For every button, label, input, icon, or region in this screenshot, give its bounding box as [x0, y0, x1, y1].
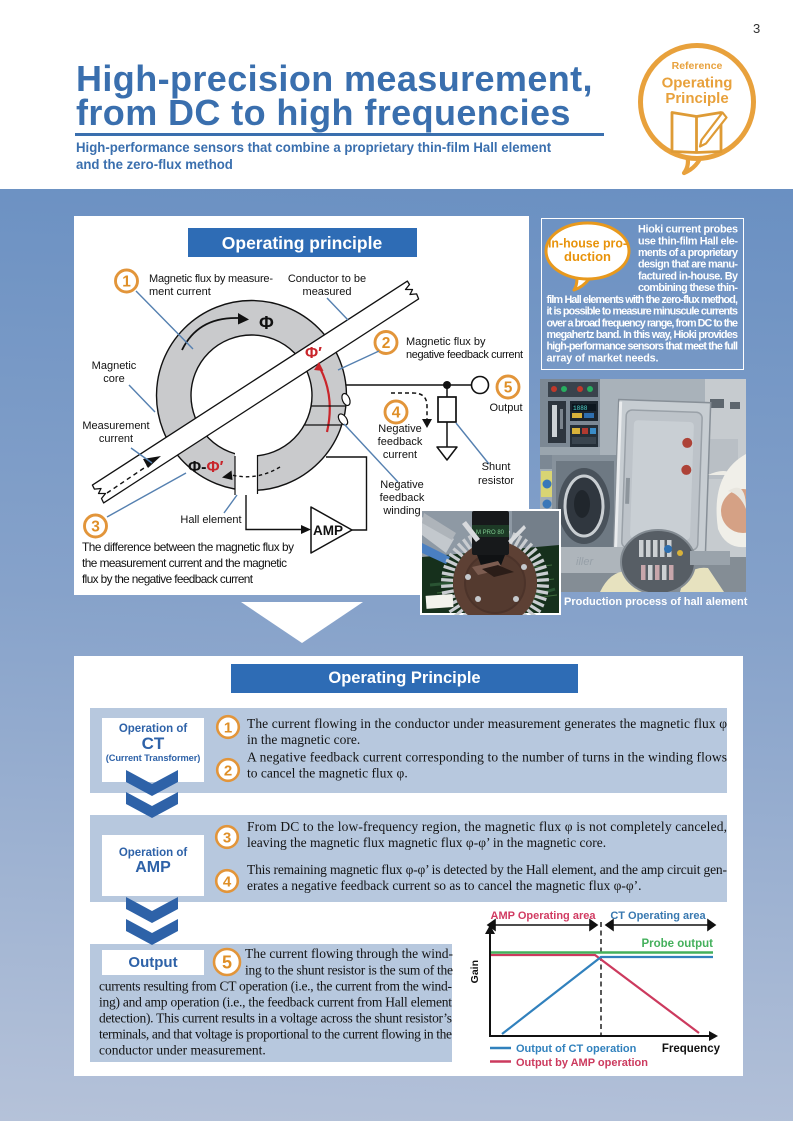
svg-text:factured in-house. By: factured in-house. By	[638, 270, 738, 282]
svg-text:In-house pro-: In-house pro-	[548, 236, 627, 251]
svg-text:in the magnetic core.: in the magnetic core.	[247, 732, 360, 747]
svg-text:Output of CT operation: Output of CT operation	[516, 1043, 637, 1055]
svg-text:Frequency: Frequency	[662, 1043, 721, 1055]
svg-text:Hioki current probes: Hioki current probes	[638, 224, 738, 236]
svg-text:over a broad frequency range,: over a broad frequency range, from DC to…	[547, 317, 739, 329]
svg-text:3: 3	[91, 519, 100, 536]
svg-text:Output by AMP operation: Output by AMP operation	[516, 1057, 648, 1069]
svg-text:ments of a proprietary: ments of a proprietary	[638, 247, 738, 259]
svg-text:erates a negative feedback cur: erates a negative feedback current so as…	[247, 878, 642, 893]
svg-text:Φ: Φ	[259, 313, 274, 333]
svg-text:The difference between the mag: The difference between the magnetic flux…	[82, 540, 294, 554]
svg-text:Probe output: Probe output	[641, 938, 713, 950]
svg-text:iller: iller	[576, 556, 594, 568]
svg-text:Magnetic flux by: Magnetic flux by	[406, 336, 486, 348]
svg-text:ing to the shunt resistor is t: ing to the shunt resistor is the sum of …	[245, 962, 453, 977]
svg-text:Φ′: Φ′	[305, 345, 322, 362]
svg-text:currents resulting from CT ope: currents resulting from CT operation (i.…	[99, 978, 453, 993]
svg-text:combining these thin-: combining these thin-	[638, 282, 738, 294]
svg-text:Reference: Reference	[672, 60, 723, 72]
svg-text:CT Operating area: CT Operating area	[610, 910, 706, 922]
svg-text:array of market needs.: array of market needs.	[547, 352, 659, 364]
svg-text:it is possible to measure minu: it is possible to measure minuscule curr…	[547, 306, 739, 318]
svg-text:From DC to the low-frequency r: From DC to the low-frequency region, the…	[247, 819, 727, 834]
svg-text:Magnetic: Magnetic	[92, 360, 137, 372]
svg-text:terminals, and that voltage is: terminals, and that voltage is proportio…	[99, 1027, 452, 1042]
svg-text:feedback: feedback	[378, 436, 423, 448]
svg-text:Operating principle: Operating principle	[222, 233, 383, 253]
svg-text:the measurement current and th: the measurement current and the magnetic	[82, 556, 287, 570]
svg-text:duction: duction	[564, 249, 611, 264]
svg-text:Hall element: Hall element	[180, 514, 241, 526]
svg-text:use thin-film Hall ele-: use thin-film Hall ele-	[638, 235, 738, 247]
svg-text:ment current: ment current	[149, 286, 211, 298]
svg-text:4: 4	[392, 405, 401, 422]
svg-text:negative feedback current: negative feedback current	[406, 349, 523, 361]
svg-text:3: 3	[223, 830, 231, 847]
svg-text:5: 5	[222, 953, 232, 973]
svg-text:conductor under measurement.: conductor under measurement.	[99, 1043, 266, 1058]
svg-text:to cancel the magnetic flux φ.: to cancel the magnetic flux φ.	[247, 766, 408, 781]
svg-text:core: core	[103, 373, 124, 385]
svg-text:Negative: Negative	[380, 479, 423, 491]
svg-text:megahertz band. In this way, H: megahertz band. In this way, Hioki provi…	[547, 329, 739, 341]
svg-text:Operating: Operating	[662, 75, 733, 92]
svg-text:1888: 1888	[573, 405, 588, 412]
svg-text:ing) and amp operation (i.e.,: ing) and amp operation (i.e., the feedba…	[99, 995, 452, 1010]
svg-text:1: 1	[122, 274, 131, 291]
svg-text:Measurement: Measurement	[82, 420, 149, 432]
svg-text:film Hall elements with the ze: film Hall elements with the zero-flux me…	[547, 294, 739, 306]
svg-text:Output: Output	[489, 402, 522, 414]
svg-text:This remaining magnetic flux φ: This remaining magnetic flux φ-φ’ is det…	[247, 862, 728, 877]
svg-text:4: 4	[223, 874, 232, 891]
svg-text:2: 2	[224, 763, 232, 780]
svg-text:2: 2	[382, 335, 391, 352]
svg-text:leaving the magnetic flux magn: leaving the magnetic flux magnetic flux …	[247, 835, 606, 850]
svg-text:measured: measured	[303, 286, 352, 298]
svg-text:current: current	[99, 433, 133, 445]
svg-text:M PRO 80: M PRO 80	[476, 530, 505, 536]
svg-text:Conductor to be: Conductor to be	[288, 273, 366, 285]
svg-text:1: 1	[224, 720, 232, 737]
svg-text:flux by the negative feedback: flux by the negative feedback current	[82, 572, 254, 586]
svg-text:AMP Operating area: AMP Operating area	[491, 910, 597, 922]
svg-text:feedback: feedback	[380, 492, 425, 504]
svg-text:A negative feedback current co: A negative feedback current correspondin…	[247, 749, 727, 764]
svg-text:Magnetic flux by measure-: Magnetic flux by measure-	[149, 273, 273, 285]
svg-text:current: current	[383, 449, 417, 461]
svg-text:The current flowing through th: The current flowing through the wind-	[245, 946, 454, 961]
svg-text:design that are manu-: design that are manu-	[638, 259, 738, 271]
svg-text:5: 5	[504, 380, 513, 397]
svg-text:Φ-Φ′: Φ-Φ′	[188, 459, 224, 476]
svg-text:AMP: AMP	[313, 523, 343, 538]
svg-text:resistor: resistor	[478, 475, 514, 487]
svg-text:high-performance sensors that: high-performance sensors that meet the f…	[547, 341, 739, 353]
svg-text:Shunt: Shunt	[482, 461, 511, 473]
svg-text:detection). This current resul: detection). This current results in a vo…	[99, 1011, 452, 1026]
svg-text:Principle: Principle	[665, 90, 728, 107]
svg-text:Gain: Gain	[469, 960, 481, 983]
svg-text:The current flowing in the con: The current flowing in the conductor und…	[247, 716, 727, 731]
svg-text:Negative: Negative	[378, 423, 421, 435]
svg-text:winding: winding	[382, 505, 420, 517]
